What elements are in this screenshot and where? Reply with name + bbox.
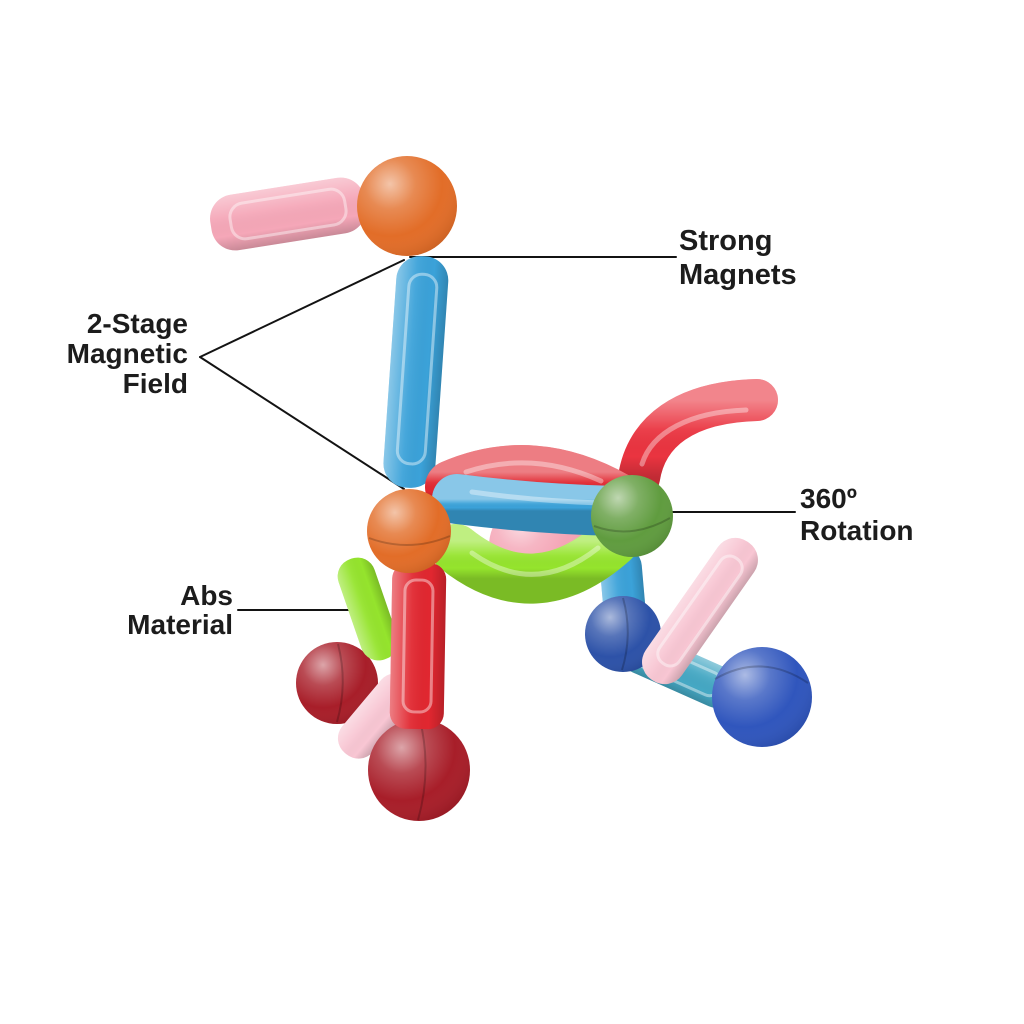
label-abs-material-line2: Material <box>127 609 233 640</box>
callout-line-magnetic-field-lower <box>199 356 405 490</box>
hip-ball-seam <box>593 517 671 533</box>
neck-stick-groove <box>395 272 439 466</box>
label-magnetic-field-line2: Magnetic <box>66 338 188 369</box>
body-blue-stick-highlight <box>469 489 603 506</box>
front-lime-stick-shading <box>337 557 399 661</box>
head-ball-shading <box>357 156 457 256</box>
body-bottom-arc-stick <box>431 516 639 604</box>
rear-pink-stick-shading <box>642 537 758 685</box>
label-strong-magnets-line2: Magnets <box>679 259 797 291</box>
front-red-stick-shading <box>389 562 447 730</box>
label-abs-material-line1: Abs <box>180 580 233 611</box>
label-strong-magnets: Strong Magnets <box>679 224 797 292</box>
rear-foot-ball-seam <box>714 665 809 684</box>
neck-stick <box>383 256 449 488</box>
shoulder-ball-shading <box>367 489 451 573</box>
rear-knee-ball-shading <box>585 596 661 672</box>
rear-pink-stick-groove <box>656 554 744 668</box>
front-red-stick-groove <box>401 578 435 714</box>
front-foot-ball-shading <box>368 719 470 821</box>
rear-pink-stick <box>642 537 758 685</box>
label-magnetic-field-line1: 2-Stage <box>86 308 188 339</box>
shoulder-ball-seam <box>368 535 451 546</box>
body-top-arc-highlight <box>463 460 604 484</box>
front-lime-stick <box>337 557 399 661</box>
callout-lines <box>199 256 796 611</box>
label-rotation: 360º Rotation <box>800 483 914 547</box>
neck-stick-shading <box>383 256 449 488</box>
front-red-stick <box>389 562 447 730</box>
rear-knee-ball-seam <box>621 597 629 671</box>
label-rotation-line2: Rotation <box>800 515 914 546</box>
callout-line-magnetic-field-upper <box>199 259 405 358</box>
label-magnetic-field: 2-Stage Magnetic Field <box>67 309 188 399</box>
front-foot-ball-seam <box>417 719 427 821</box>
ear-stick-shading <box>210 177 366 251</box>
rear-foot-ball-shading <box>712 647 812 747</box>
label-magnetic-field-line3: Field <box>122 368 188 399</box>
front-knee-ball-seam <box>336 643 344 723</box>
label-strong-magnets-line1: Strong <box>679 225 773 257</box>
tail-shading <box>618 379 778 499</box>
label-rotation-line1: 360º <box>800 483 857 514</box>
tail-highlight <box>639 407 749 467</box>
ear-stick-groove <box>228 187 348 241</box>
label-abs-material: Abs Material <box>127 581 233 639</box>
body-bottom-arc-shading <box>431 516 639 604</box>
body-bottom-arc-highlight <box>469 545 601 577</box>
body-blue-stick <box>432 474 640 536</box>
hip-ball-shading <box>591 475 673 557</box>
tail-stick <box>618 379 778 499</box>
ear-stick <box>210 177 366 251</box>
front-knee-ball-shading <box>296 642 378 724</box>
